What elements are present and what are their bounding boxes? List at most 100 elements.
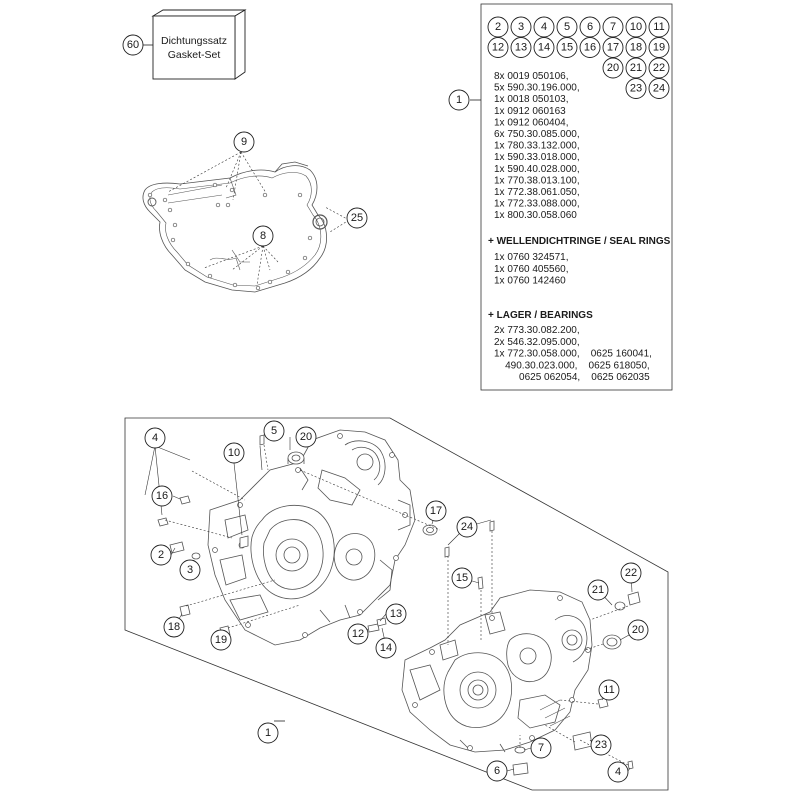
callout-4-bottom: 4	[615, 766, 621, 778]
panel-number-23: 23	[630, 83, 642, 95]
crankcase-callouts: 4 10 5 20 16 2 3 18 19 13 12 14 17 24 15…	[144, 420, 649, 783]
gasket-callouts: 9 8 25	[233, 131, 368, 247]
panel-number-circle	[579, 16, 601, 38]
panel-number-6: 6	[587, 21, 593, 33]
part-line: 1x 0912 060404,	[494, 117, 569, 128]
panel-number-circle	[487, 37, 509, 58]
callout-19: 19	[215, 634, 227, 646]
callout-16: 16	[156, 490, 168, 502]
bearing-line: 1x 772.30.058.000, 0625 160041,	[494, 349, 652, 360]
panel-number-circle	[556, 16, 578, 38]
panel-number-circle	[625, 78, 647, 99]
callout-1-crankcase: 1	[265, 727, 271, 739]
clutch-cover-gasket	[142, 151, 350, 293]
panel-number-circle	[602, 16, 624, 38]
seal-ring-line: 1x 0760 405560,	[494, 264, 569, 275]
panel-number-19: 19	[653, 42, 665, 54]
callout-17: 17	[430, 505, 442, 517]
gasket-set-box: Dichtungssatz Gasket-Set 60	[122, 9, 247, 80]
panel-number-circle	[602, 57, 624, 79]
gasket-set-label-en: Gasket-Set	[168, 49, 221, 61]
panel-number-circle	[625, 16, 647, 38]
panel-number-13: 13	[515, 42, 527, 54]
panel-number-10: 10	[630, 21, 642, 33]
panel-parts-text: 8x 0019 050106,5x 590.30.196.000,1x 0018…	[488, 71, 671, 383]
panel-number-22: 22	[653, 62, 665, 74]
panel-number-11: 11	[653, 21, 664, 33]
panel-number-17: 17	[607, 42, 619, 54]
callout-12: 12	[352, 628, 364, 640]
bearing-line: 490.30.023.000, 0625 618050,	[494, 360, 650, 371]
callout-3: 3	[187, 564, 193, 576]
callout-14: 14	[380, 642, 392, 654]
part-line: 1x 0912 060163	[494, 106, 566, 117]
panel-number-3: 3	[518, 21, 524, 33]
part-line: 5x 590.30.196.000,	[494, 83, 580, 94]
part-line: 1x 590.33.018.000,	[494, 152, 580, 163]
panel-number-circle	[510, 16, 532, 38]
left-crankcase-half	[207, 429, 416, 646]
panel-number-16: 16	[584, 42, 596, 54]
crankcase-leaders	[144, 437, 639, 772]
panel-number-14: 14	[538, 42, 550, 54]
panel-number-circle	[648, 57, 670, 79]
part-line: 6x 750.30.085.000,	[494, 129, 580, 140]
panel-number-4: 4	[541, 21, 547, 33]
panel-number-circle	[533, 16, 555, 38]
callout-5: 5	[271, 425, 277, 437]
part-line: 1x 772.33.088.000,	[494, 199, 580, 210]
panel-number-circle	[625, 37, 647, 58]
callout-60-circle	[122, 34, 144, 56]
callout-21: 21	[592, 584, 604, 596]
panel-number-18: 18	[630, 42, 642, 54]
bearing-line: 2x 773.30.082.200,	[494, 325, 580, 336]
panel-number-20: 20	[607, 62, 619, 74]
gasket-set-label-de: Dichtungssatz	[161, 35, 227, 47]
callout-8: 8	[260, 230, 266, 242]
panel-number-circle	[648, 37, 670, 58]
part-line: 1x 772.38.061.050,	[494, 187, 580, 198]
part-line: 8x 0019 050106,	[494, 71, 569, 82]
callout-9: 9	[241, 136, 247, 148]
panel-number-2: 2	[495, 21, 501, 33]
panel-number-circle	[510, 37, 532, 58]
callout-24: 24	[461, 521, 473, 533]
callout-22: 22	[625, 567, 637, 579]
panel-number-circle	[487, 16, 509, 38]
panel-number-15: 15	[561, 42, 573, 54]
callout-1-panel: 1	[456, 94, 462, 106]
part-line: 1x 780.33.132.000,	[494, 141, 580, 152]
panel-number-circle	[625, 57, 647, 79]
seal-rings-heading: + WELLENDICHTRINGE / SEAL RINGS	[488, 236, 671, 247]
seal-ring-line: 1x 0760 142460	[494, 276, 566, 287]
part-line: 1x 800.30.058.060	[494, 210, 577, 221]
seal-ring-line: 1x 0760 324571,	[494, 252, 569, 263]
callout-2: 2	[158, 549, 164, 561]
part-line: 1x 770.38.013.100,	[494, 175, 580, 186]
callout-10: 10	[228, 447, 240, 459]
right-crankcase-half	[401, 589, 593, 753]
panel-number-circle	[648, 16, 670, 38]
panel-number-circle	[579, 37, 601, 58]
panel-number-circle	[602, 37, 624, 58]
panel-number-7: 7	[610, 21, 616, 33]
callout-15: 15	[456, 572, 468, 584]
callout-7: 7	[538, 742, 544, 754]
callout-23: 23	[595, 739, 607, 751]
callout-20-right: 20	[632, 624, 644, 636]
panel-number-5: 5	[564, 21, 570, 33]
panel-number-circle	[533, 37, 555, 58]
callout-4-top: 4	[152, 432, 158, 444]
bearing-line: 2x 546.32.095.000,	[494, 337, 580, 348]
callout-20-left: 20	[300, 431, 312, 443]
callout-60: 60	[127, 39, 139, 51]
panel-number-24: 24	[653, 83, 665, 95]
callout-25: 25	[351, 212, 363, 224]
crankcase-frame	[124, 417, 669, 791]
callout-6: 6	[494, 765, 500, 777]
bearings-heading: + LAGER / BEARINGS	[488, 310, 593, 321]
callout-18: 18	[168, 621, 180, 633]
